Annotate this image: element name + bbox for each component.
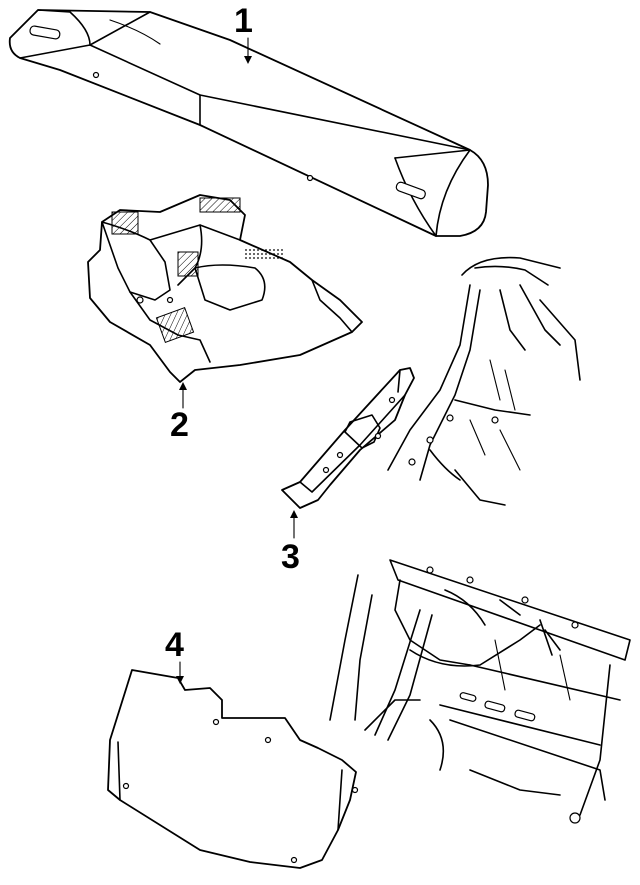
leader-2 <box>179 382 187 409</box>
side-trim-panel <box>107 669 359 869</box>
quarter-trim-panel <box>87 194 363 383</box>
callout-3: 3 <box>281 538 300 576</box>
package-tray-panel <box>8 9 489 237</box>
leader-3 <box>290 510 298 539</box>
leader-4 <box>176 661 184 684</box>
callout-2: 2 <box>170 406 189 444</box>
callout-4: 4 <box>165 626 184 664</box>
leader-1 <box>244 37 252 64</box>
callout-1: 1 <box>234 2 253 40</box>
bracket-panel <box>281 367 415 509</box>
car-body-trunk <box>329 559 631 824</box>
car-body-quarter <box>387 256 581 506</box>
